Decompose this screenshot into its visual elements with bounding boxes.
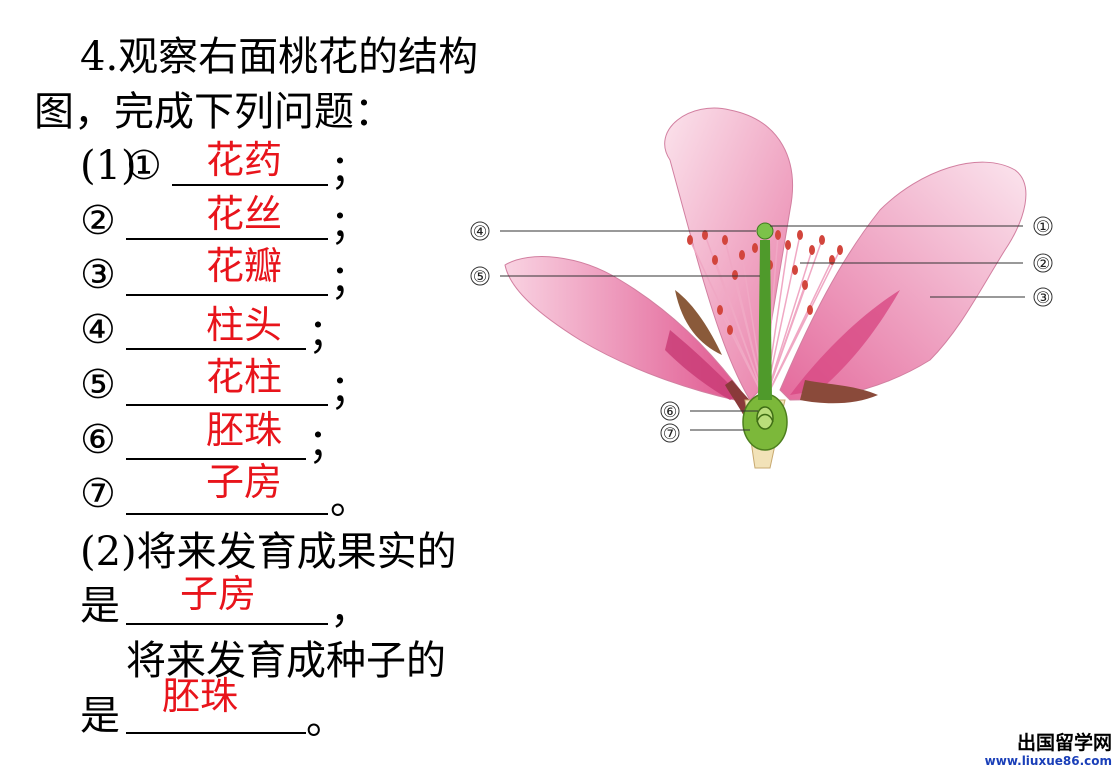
item-end-punct: ； [330,147,370,193]
label-7: ⑦ [660,423,680,443]
answer-text: 柱头 [206,303,283,347]
svg-text:②: ② [1036,254,1050,273]
watermark-url: www.liuxue86.com [984,754,1112,768]
part2-answer1: 子房 [180,572,257,616]
item-end-punct: ； [330,367,370,413]
answer-text: 子房 [206,460,283,504]
svg-text:④: ④ [473,222,487,241]
item-marker: ③ [80,252,116,298]
item-end-punct: 。 [330,477,370,523]
sepal-left [675,290,722,355]
anthers [687,230,843,335]
answer-blank [172,184,328,186]
label-5: ⑤ [470,266,490,286]
label-2: ② [1033,253,1053,273]
site-watermark: 出国留学网 www.liuxue86.com [985,732,1112,768]
part2-answer2: 胚珠 [162,674,239,718]
stigma [756,222,774,240]
item-marker: ⑤ [80,362,116,408]
label-lines [500,225,1025,431]
item-end-punct: ； [308,311,348,357]
svg-text:③: ③ [1036,288,1050,307]
svg-text:⑥: ⑥ [663,402,677,421]
item-marker: ② [80,198,116,244]
answer-text: 花药 [206,138,283,182]
answer-text: 花丝 [206,192,283,236]
answer-blank [126,404,328,406]
item-marker: ⑥ [80,417,116,463]
part2-line3: 将来发育成种子的 [126,638,446,684]
watermark-site-name: 出国留学网 [1016,732,1112,754]
part2-line2-prefix: 是 [80,583,120,629]
label-3: ③ [1033,287,1053,307]
question-title-line1: 4.观察右面桃花的结构 [80,34,479,80]
style [758,240,772,400]
label-6: ⑥ [660,401,680,421]
answer-text: 花瓣 [206,244,283,288]
question-title-line2: 图，完成下列问题： [34,89,394,135]
part2-line1: (2)将来发育成果实的 [80,529,457,575]
item-marker: ① [126,143,162,189]
label-1: ① [1033,216,1053,236]
svg-text:⑤: ⑤ [473,267,487,286]
part2-line4-end: 。 [306,697,346,743]
answer-blank [126,238,328,240]
answer-blank [126,513,328,515]
answer-blank [126,294,328,296]
item-marker: ④ [80,307,116,353]
item-end-punct: ； [330,202,370,248]
item-end-punct: ； [330,257,370,303]
answer-blank [126,623,328,625]
ovule [756,406,774,430]
label-4: ④ [470,221,490,241]
svg-text:①: ① [1036,217,1050,236]
svg-text:⑦: ⑦ [663,424,677,443]
answer-blank [126,732,306,734]
answer-text: 胚珠 [206,408,283,452]
answer-text: 花柱 [206,355,283,399]
answer-blank [126,458,306,460]
item-end-punct: ； [308,421,348,467]
part1-prefix: (1) [80,143,137,189]
item-marker: ⑦ [80,471,116,517]
peach-flower-diagram: ④ ⑤ ① ② ③ ⑥ ⑦ [470,107,1053,469]
sepal-right [800,380,878,404]
part2-line2-end: ， [330,587,370,633]
answer-blank [126,348,306,350]
part2-line4-prefix: 是 [80,693,120,739]
